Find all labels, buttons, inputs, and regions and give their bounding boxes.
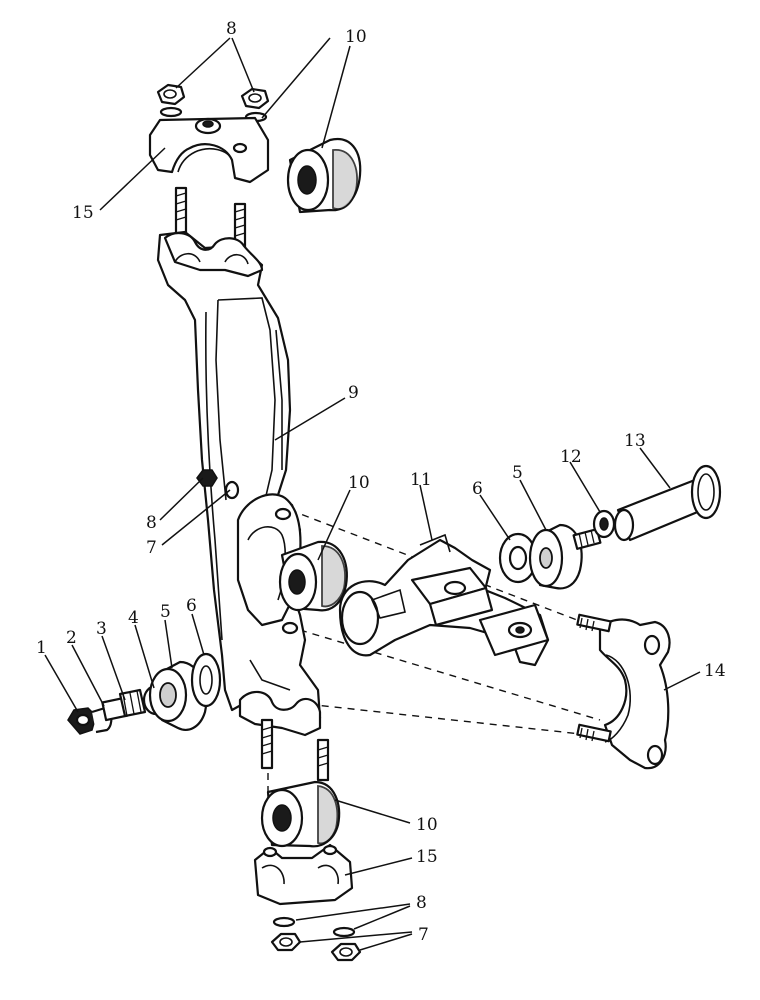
callout-3: 3 [96,619,107,639]
callout-8-top: 8 [226,19,237,39]
callout-4: 4 [128,608,139,628]
callout-5-left: 5 [160,602,171,622]
callout-7-bottom: 7 [418,925,429,945]
callout-2: 2 [66,628,77,648]
bottom-studs [260,718,330,782]
callout-8-bottom: 8 [416,893,427,913]
bottom-bearing-cap [253,843,354,906]
right-nut [572,509,616,550]
top-bushing [286,137,362,214]
right-pivot-bolt [613,464,722,542]
left-bolt-stack [67,652,222,735]
callout-10-bottom: 10 [416,815,438,835]
bottom-bushing [260,780,341,848]
bottom-nut-right [330,926,362,962]
top-nut-left [156,83,186,118]
top-nut-right [240,87,270,123]
callout-9: 9 [348,383,359,403]
callout-8-mid: 8 [146,513,157,533]
callout-6-left: 6 [186,596,197,616]
callout-7-mid: 7 [146,538,157,558]
callout-10-top: 10 [345,27,367,47]
bottom-nut-left [270,916,302,952]
leader-lines [44,37,701,951]
callout-15-top: 15 [72,203,94,223]
top-bearing-cap [148,116,270,184]
callout-1: 1 [36,638,47,658]
right-clamp [576,613,671,770]
callout-11: 11 [410,470,432,490]
callout-12: 12 [560,447,582,467]
callout-14: 14 [704,661,726,681]
main-bracket [156,230,322,737]
right-rubber-bushing [528,523,583,590]
callout-labels: 8 10 15 9 8 7 10 11 6 5 12 13 14 1 2 3 4… [36,19,726,945]
callout-15-bottom: 15 [416,847,438,867]
middle-bushing [278,540,348,612]
callout-5-right: 5 [512,463,523,483]
right-washer [498,532,538,584]
bracket-nut-washer [196,469,240,500]
callout-10-mid: 10 [348,473,370,493]
mounting-bracket [338,533,550,667]
callout-13: 13 [624,431,646,451]
callout-6-right: 6 [472,479,483,499]
